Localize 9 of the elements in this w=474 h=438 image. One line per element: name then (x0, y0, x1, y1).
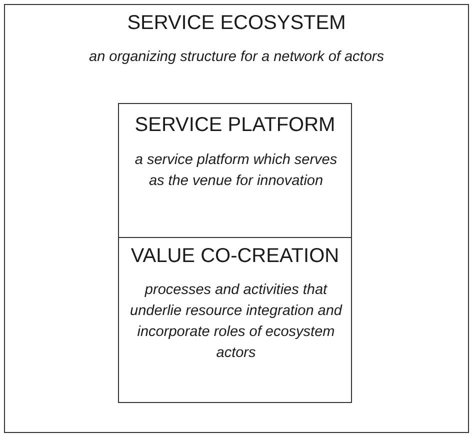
box-description: processes and activities that underlie resource integration and incorporate roles of ecosystem actors (129, 281, 343, 363)
section-box (118, 103, 352, 239)
box-heading: VALUE CO-CREATION (130, 244, 340, 268)
box-heading: SERVICE PLATFORM (134, 113, 336, 137)
box-description: an organizing structure for a network of actors (88, 48, 385, 67)
container-box (4, 4, 469, 433)
box-description: a service platform which serves as the venue for innovation (134, 151, 338, 191)
section-box (118, 237, 352, 403)
box-heading: SERVICE ECOSYSTEM (126, 11, 347, 35)
